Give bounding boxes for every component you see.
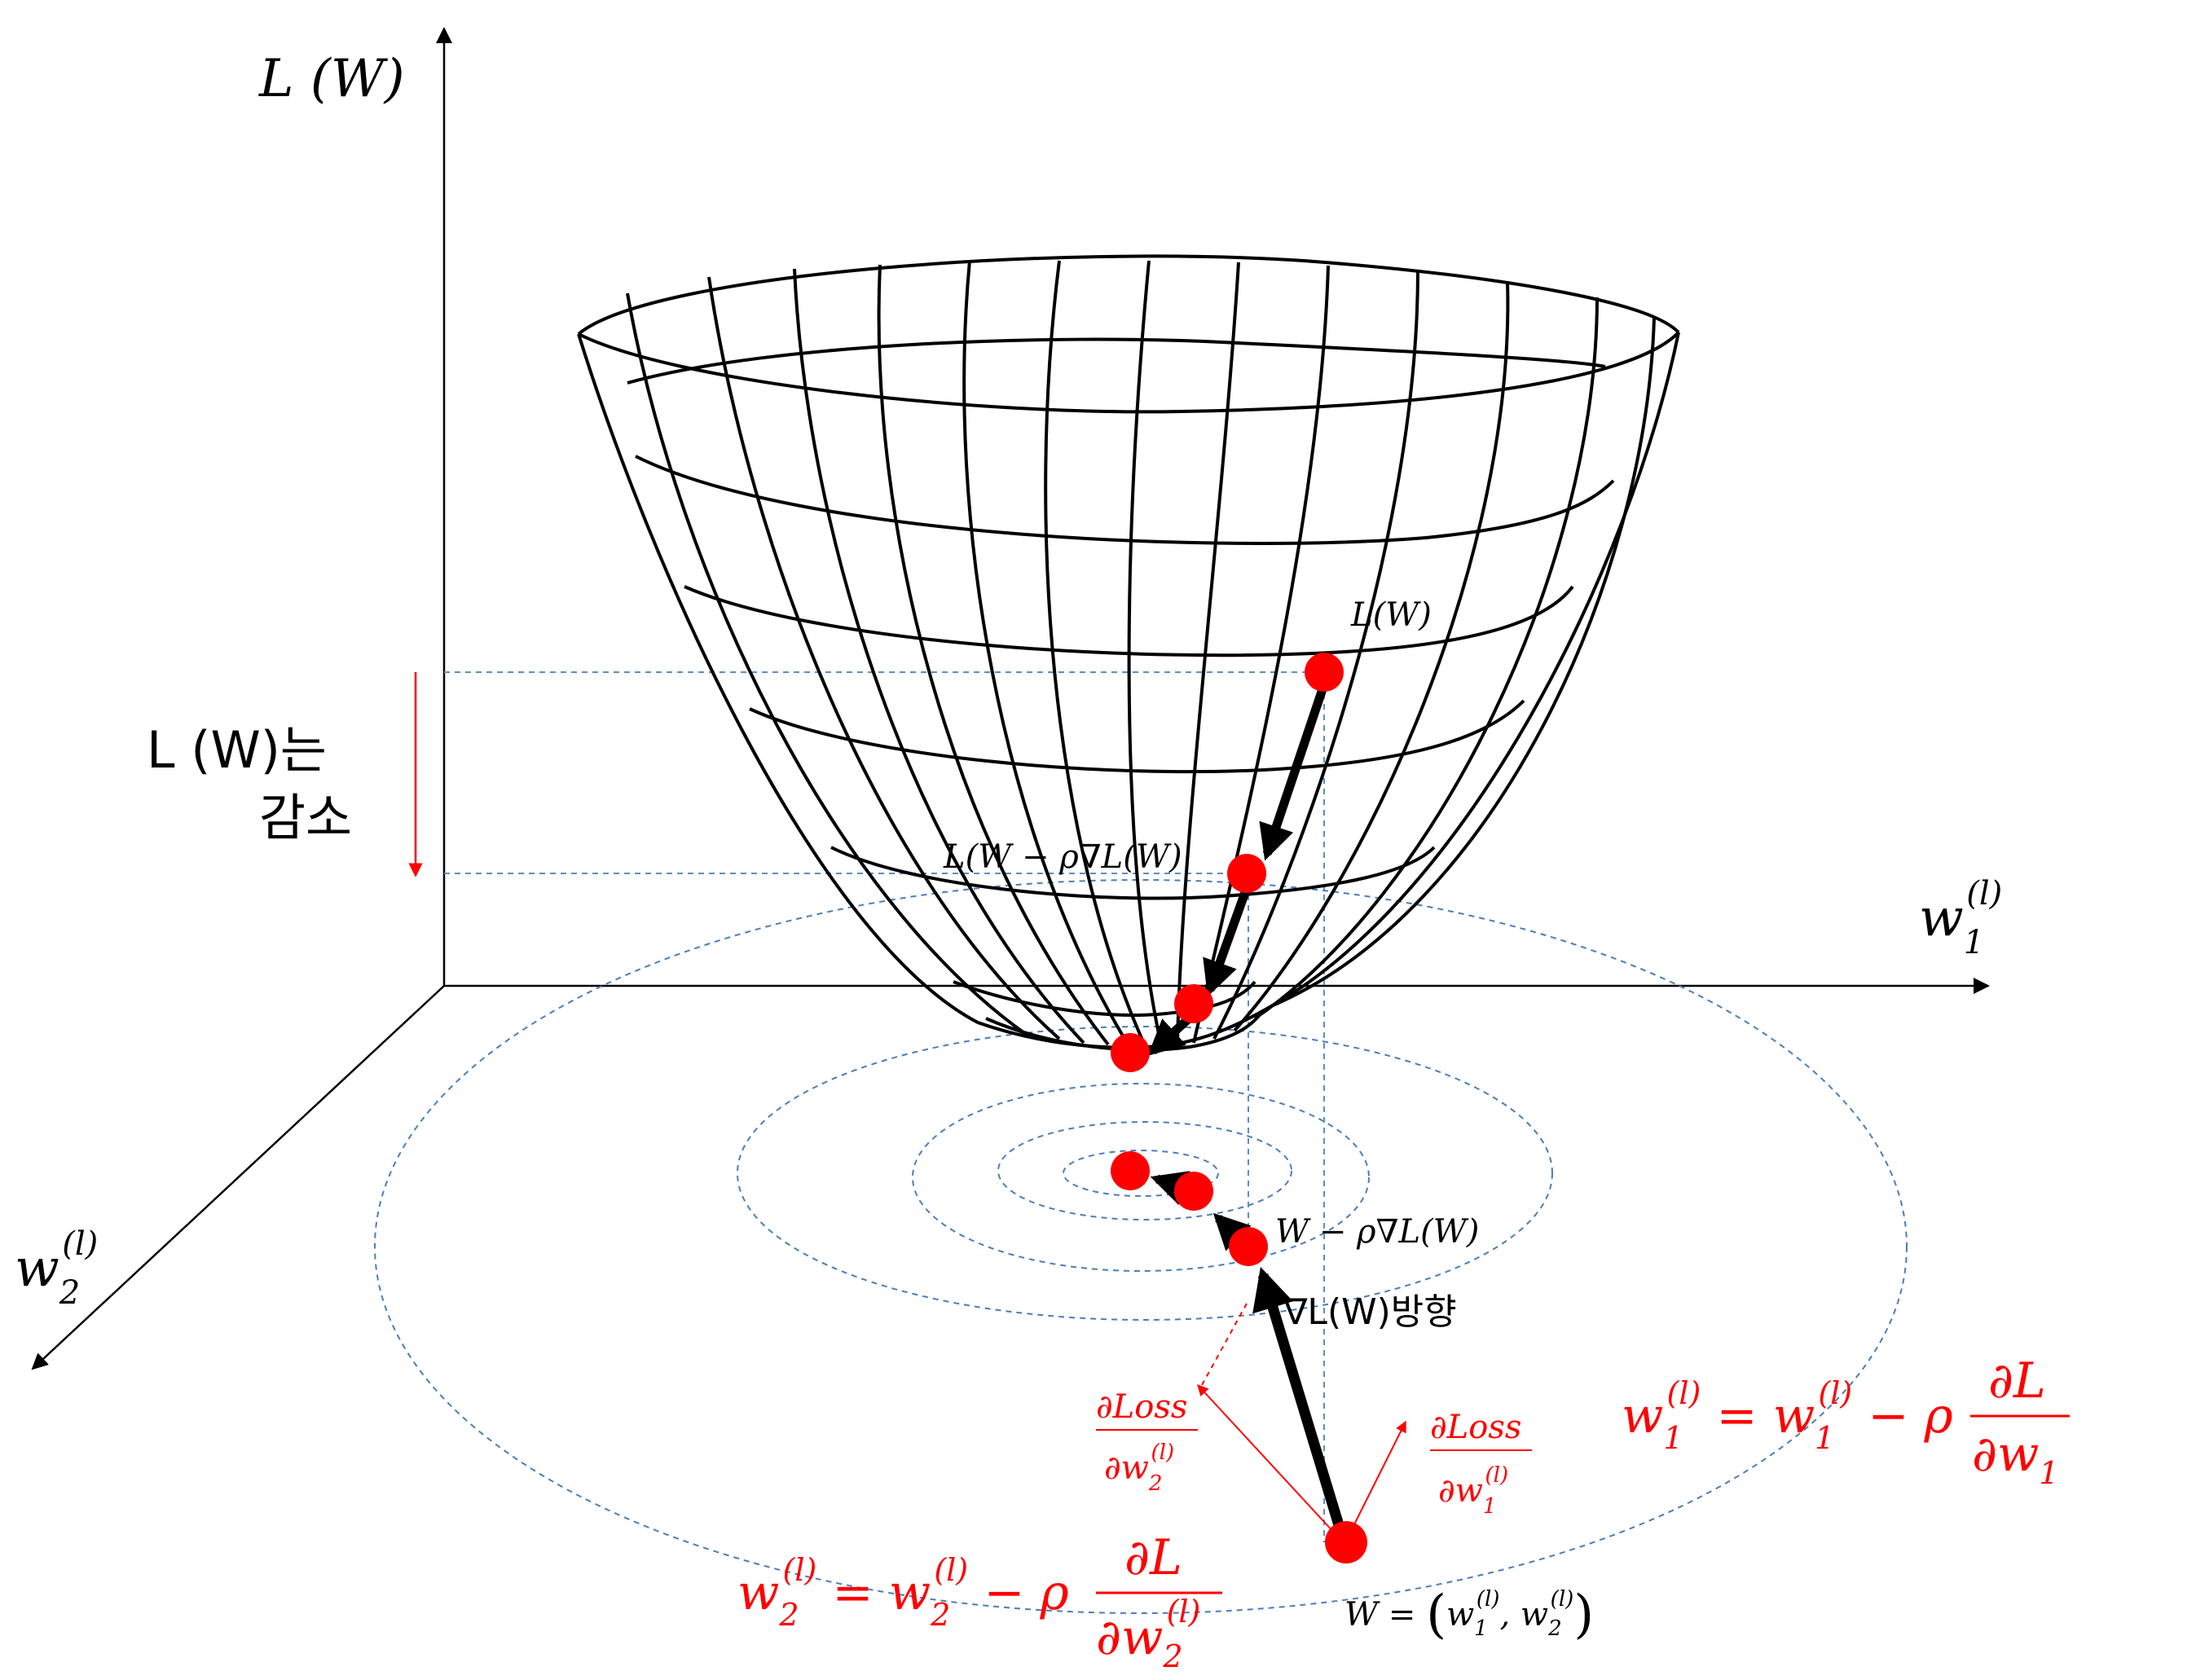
bowl-rim-inner: [627, 337, 1606, 385]
meridian-10: [1212, 270, 1419, 1040]
point-W-min: [1111, 1151, 1150, 1190]
meridian-1: [626, 292, 1028, 1036]
update-rule-w1: w1(l) = w1(l) − ρ ∂L ∂w1: [1622, 1352, 2070, 1491]
partial-w1-denominator: ∂w1(l): [1438, 1463, 1508, 1519]
update-rule-w2: w2(l) = w2(l) − ρ ∂L ∂w2(l): [737, 1529, 1222, 1674]
bowl-rim-back: [577, 254, 1680, 336]
guide-lines: [444, 671, 1325, 1542]
partial-w2-dashed-extension: [1201, 1303, 1248, 1386]
partial-w2-arrow: [1197, 1383, 1345, 1545]
update-w1-numerator: ∂L: [1988, 1352, 2046, 1410]
svg-text:w2(l) = w2(l) − ρ: w2(l) = w2(l) − ρ: [737, 1552, 1069, 1633]
update-w2-numerator: ∂L: [1124, 1529, 1182, 1586]
W-definition: W = (w1(l), w2(l)): [1344, 1585, 1594, 1645]
meridian-12: [1253, 297, 1599, 1020]
label-gradient-direction: ∇L(W)방향: [1283, 1291, 1457, 1333]
bowl-ring-4: [830, 846, 1436, 900]
point-W-start: [1325, 1521, 1367, 1563]
meridian-8: [1176, 262, 1240, 1045]
meridian-7: [1127, 260, 1163, 1046]
bowl-side-right: [1156, 332, 1680, 1049]
svg-text:W = (w1(l), w2(l)): W = (w1(l), w2(l)): [1344, 1585, 1594, 1645]
surface-step-arrow-2: [1203, 886, 1252, 997]
contour-ellipse-1: [374, 879, 1908, 1614]
point-L-step-1: [1227, 854, 1266, 893]
points: [1111, 653, 1367, 1563]
meridian-9: [1192, 265, 1330, 1044]
axis-w2-line: [31, 985, 445, 1370]
plane-step-arrow-main: [1252, 1267, 1350, 1546]
partial-w2-numerator: ∂Loss: [1096, 1388, 1187, 1426]
meridian-5: [962, 260, 1130, 1047]
contour-ellipse-2: [737, 1026, 1553, 1321]
point-W-step-1: [1229, 1227, 1268, 1266]
bowl-rim-front: [578, 331, 1680, 414]
meridian-11: [1233, 280, 1510, 1032]
label-L-step: L(W − ρ∇L(W): [943, 838, 1182, 876]
surface-step-arrow-1: [1259, 683, 1329, 861]
axis-loss-label: L (W): [258, 49, 405, 109]
bowl-ring-5: [953, 980, 1256, 1017]
contour-lines: [374, 879, 1908, 1614]
meridian-13: [1270, 317, 1656, 1008]
bowl-ring-3: [749, 699, 1525, 774]
point-W-step-2: [1174, 1172, 1213, 1211]
axes: [31, 27, 1990, 1370]
point-L-step-2: [1174, 984, 1213, 1023]
meridian-3: [793, 268, 1085, 1045]
partial-w2-denominator: ∂w2(l): [1104, 1440, 1174, 1496]
update-w1-denominator: ∂w1: [1972, 1426, 2059, 1491]
point-LW: [1305, 653, 1344, 692]
partial-w1-numerator: ∂Loss: [1430, 1409, 1521, 1446]
partial-arrows: [1197, 1303, 1406, 1545]
decrease-label-line1: L (W)는: [147, 720, 327, 780]
axis-w2-label: w2(l): [15, 1225, 98, 1312]
meridian-6: [1044, 260, 1146, 1046]
contour-ellipse-4: [997, 1121, 1292, 1220]
partial-w2-label: ∂Loss ∂w2(l): [1096, 1388, 1198, 1496]
meridian-4: [877, 264, 1110, 1046]
contour-ellipse-5: [1063, 1150, 1219, 1197]
label-W-step: W − ρ∇L(W): [1275, 1213, 1479, 1251]
bowl-ring-2: [684, 585, 1574, 657]
update-w2-denominator: ∂w2(l): [1096, 1594, 1200, 1674]
axis-w1-label: w1(l): [1919, 875, 2002, 961]
bowl-ring-1: [635, 455, 1615, 545]
point-L-min: [1111, 1033, 1150, 1072]
partial-w1-label: ∂Loss ∂w1(l): [1430, 1409, 1532, 1519]
svg-text:w1(l) = w1(l) − ρ: w1(l) = w1(l) − ρ: [1622, 1375, 1953, 1456]
label-LW: L(W): [1350, 596, 1432, 634]
loss-surface-mesh: [577, 254, 1680, 1052]
contour-ellipse-3: [912, 1083, 1370, 1272]
decrease-label-line2: 감소: [259, 788, 352, 847]
meridian-2: [707, 276, 1061, 1040]
